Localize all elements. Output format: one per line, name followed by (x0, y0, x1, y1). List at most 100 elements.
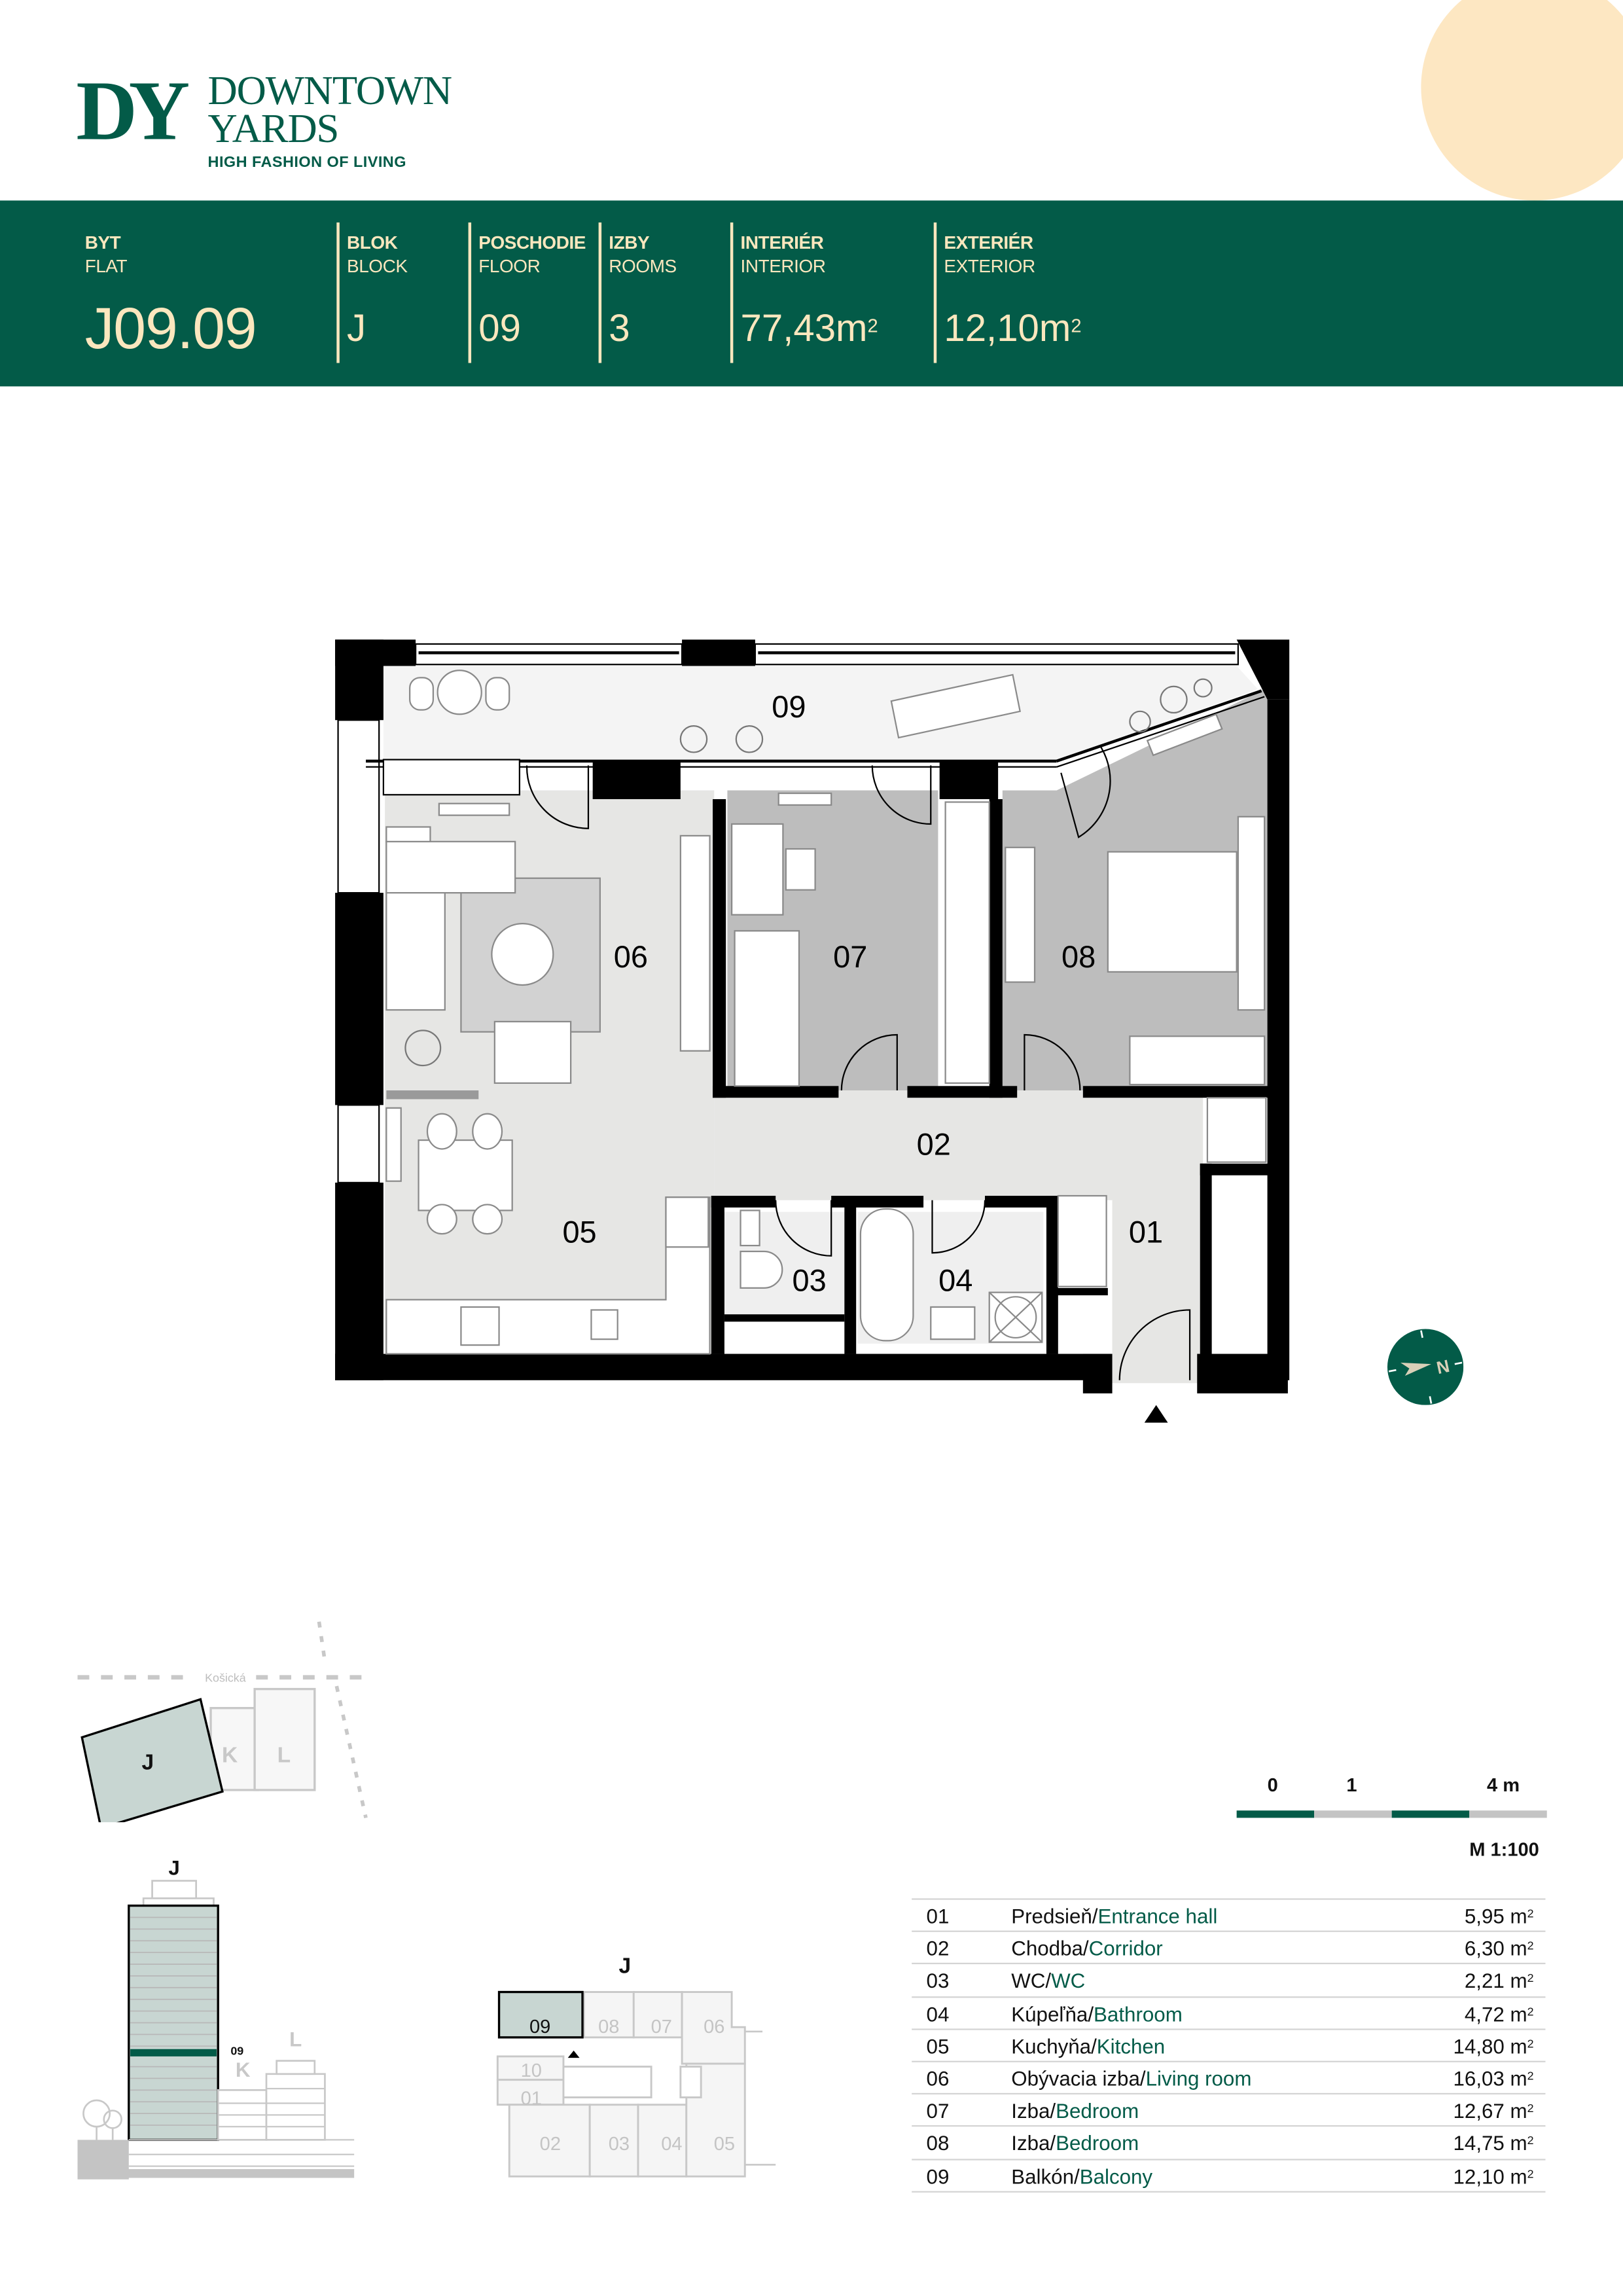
rooms-label-en: ROOMS (609, 256, 677, 277)
scale-tick-0: 0 (1267, 1774, 1278, 1796)
window (337, 1104, 380, 1184)
key-plan-title: J (619, 1954, 632, 1978)
wall (989, 798, 1003, 1098)
key-unit-07 (632, 1991, 683, 2039)
header-divider (336, 222, 339, 363)
key-unit-02 (508, 2104, 591, 2178)
flat-value: J09.09 (84, 296, 257, 362)
room-label-07: 07 (833, 939, 867, 974)
interior-value: 77,43m2 (740, 306, 878, 350)
svg-text:08: 08 (598, 2017, 619, 2037)
wall (711, 1196, 776, 1208)
logo-name-line2: YARDS (207, 107, 340, 152)
column (592, 761, 681, 799)
wall (844, 1196, 857, 1354)
room-label-08: 08 (1061, 939, 1096, 974)
header-divider (730, 222, 733, 363)
svg-text:03: 03 (609, 2134, 630, 2155)
block-label-sk: BLOK (346, 232, 398, 253)
key-unit-03 (588, 2104, 639, 2178)
elevation-k-label: K (236, 2058, 251, 2081)
key-unit-08 (582, 1991, 635, 2039)
svg-text:09: 09 (529, 2017, 550, 2037)
column (939, 761, 999, 799)
door-swing (1024, 1033, 1081, 1091)
wall (713, 1086, 839, 1098)
table-row: 02 Chodba/Corridor 6,30 m2 (912, 1931, 1546, 1964)
table-row: 01 Predsieň/Entrance hall 5,95 m2 (912, 1898, 1546, 1931)
rooms-label-sk: IZBY (609, 232, 650, 253)
svg-text:05: 05 (714, 2134, 735, 2155)
entrance-arrow-icon (1144, 1405, 1168, 1423)
logo-name: DOWNTOWN YARDS (207, 69, 453, 152)
door-swing (871, 765, 932, 825)
sun-circle-decoration (1421, 0, 1623, 201)
svg-text:10: 10 (521, 2060, 542, 2081)
svg-text:01: 01 (521, 2089, 542, 2109)
block-value: J (346, 306, 366, 350)
wall (711, 1196, 724, 1354)
scale-tick-4m: 4 m (1487, 1774, 1520, 1796)
floor-value: 09 (478, 306, 521, 350)
wall (335, 1354, 1111, 1380)
wall (984, 1196, 1058, 1208)
header-band: BYT FLAT J09.09 BLOK BLOCK J POSCHODIE F… (0, 200, 1623, 387)
site-block-j-highlighted (80, 1698, 224, 1823)
floor-label-sk: POSCHODIE (478, 232, 586, 253)
key-entrance-marker-icon (567, 2050, 580, 2058)
interior-label-sk: INTERIÉR (740, 232, 824, 253)
furniture (385, 670, 1267, 1355)
building-elevation: J 09 K L (77, 1857, 355, 2179)
key-unit-01 (496, 2079, 565, 2106)
site-plan: Košická J K L (77, 1621, 368, 1823)
exterior-value: 12,10m2 (944, 306, 1082, 350)
room-label-01: 01 (1129, 1215, 1163, 1249)
svg-text:04: 04 (661, 2134, 682, 2155)
table-row: 05 Kuchyňa/Kitchen 14,80 m2 (912, 2028, 1546, 2061)
site-block-l-label: L (277, 1743, 291, 1767)
wall (682, 639, 755, 666)
plant-icon (404, 678, 1213, 1067)
rooms-value: 3 (609, 306, 630, 350)
room-area-table: 01 Predsieň/Entrance hall 5,95 m2 02 Cho… (912, 1898, 1546, 2193)
svg-text:06: 06 (704, 2017, 724, 2037)
scale-tick-1: 1 (1346, 1774, 1357, 1796)
room-label-06: 06 (614, 939, 648, 974)
wall (1082, 1354, 1113, 1393)
site-block-k-label: K (222, 1743, 238, 1767)
logo-mark: DY (76, 63, 190, 158)
table-row: 07 Izba/Bedroom 12,67 m2 (912, 2093, 1546, 2126)
flat-label-en: FLAT (84, 256, 128, 277)
door-swing (526, 765, 590, 829)
floor-plan-drawing: 01 02 03 04 05 06 07 08 09 (335, 639, 1290, 1423)
logo-name-line1: DOWNTOWN (207, 69, 453, 115)
balcony-floor (383, 666, 1268, 761)
floor-label-en: FLOOR (478, 256, 541, 277)
table-row: 04 Kúpeľňa/Bathroom 4,72 m2 (912, 1996, 1546, 2028)
wall (1200, 1163, 1212, 1376)
wall (335, 1182, 383, 1380)
site-block-j-label: J (142, 1751, 154, 1775)
header-divider (468, 222, 471, 363)
scale-ratio: M 1:100 (1469, 1838, 1539, 1861)
svg-text:02: 02 (540, 2134, 561, 2155)
site-block-l (253, 1687, 316, 1791)
key-unit-04 (637, 2104, 688, 2178)
highlighted-floor-band (130, 2049, 217, 2056)
table-row: 03 WC/WC 2,21 m2 (912, 1963, 1546, 1996)
wall (335, 893, 383, 1105)
table-row: 06 Obývacia izba/Living room 16,03 m2 (912, 2060, 1546, 2094)
elevation-tower-label: J (168, 1857, 179, 1880)
key-unit-06 (681, 1991, 746, 2065)
room-label-03: 03 (793, 1263, 827, 1297)
room-label-04: 04 (938, 1263, 972, 1297)
door-swing (1060, 745, 1111, 838)
table-row: 09 Balkón/Balcony 12,10 m2 (912, 2158, 1546, 2193)
street-label: Košická (205, 1671, 246, 1684)
svg-text:07: 07 (651, 2017, 672, 2037)
flat-label-sk: BYT (84, 232, 121, 253)
door-swing (840, 1033, 898, 1091)
room-label-02: 02 (917, 1126, 951, 1161)
wall (1236, 639, 1290, 700)
